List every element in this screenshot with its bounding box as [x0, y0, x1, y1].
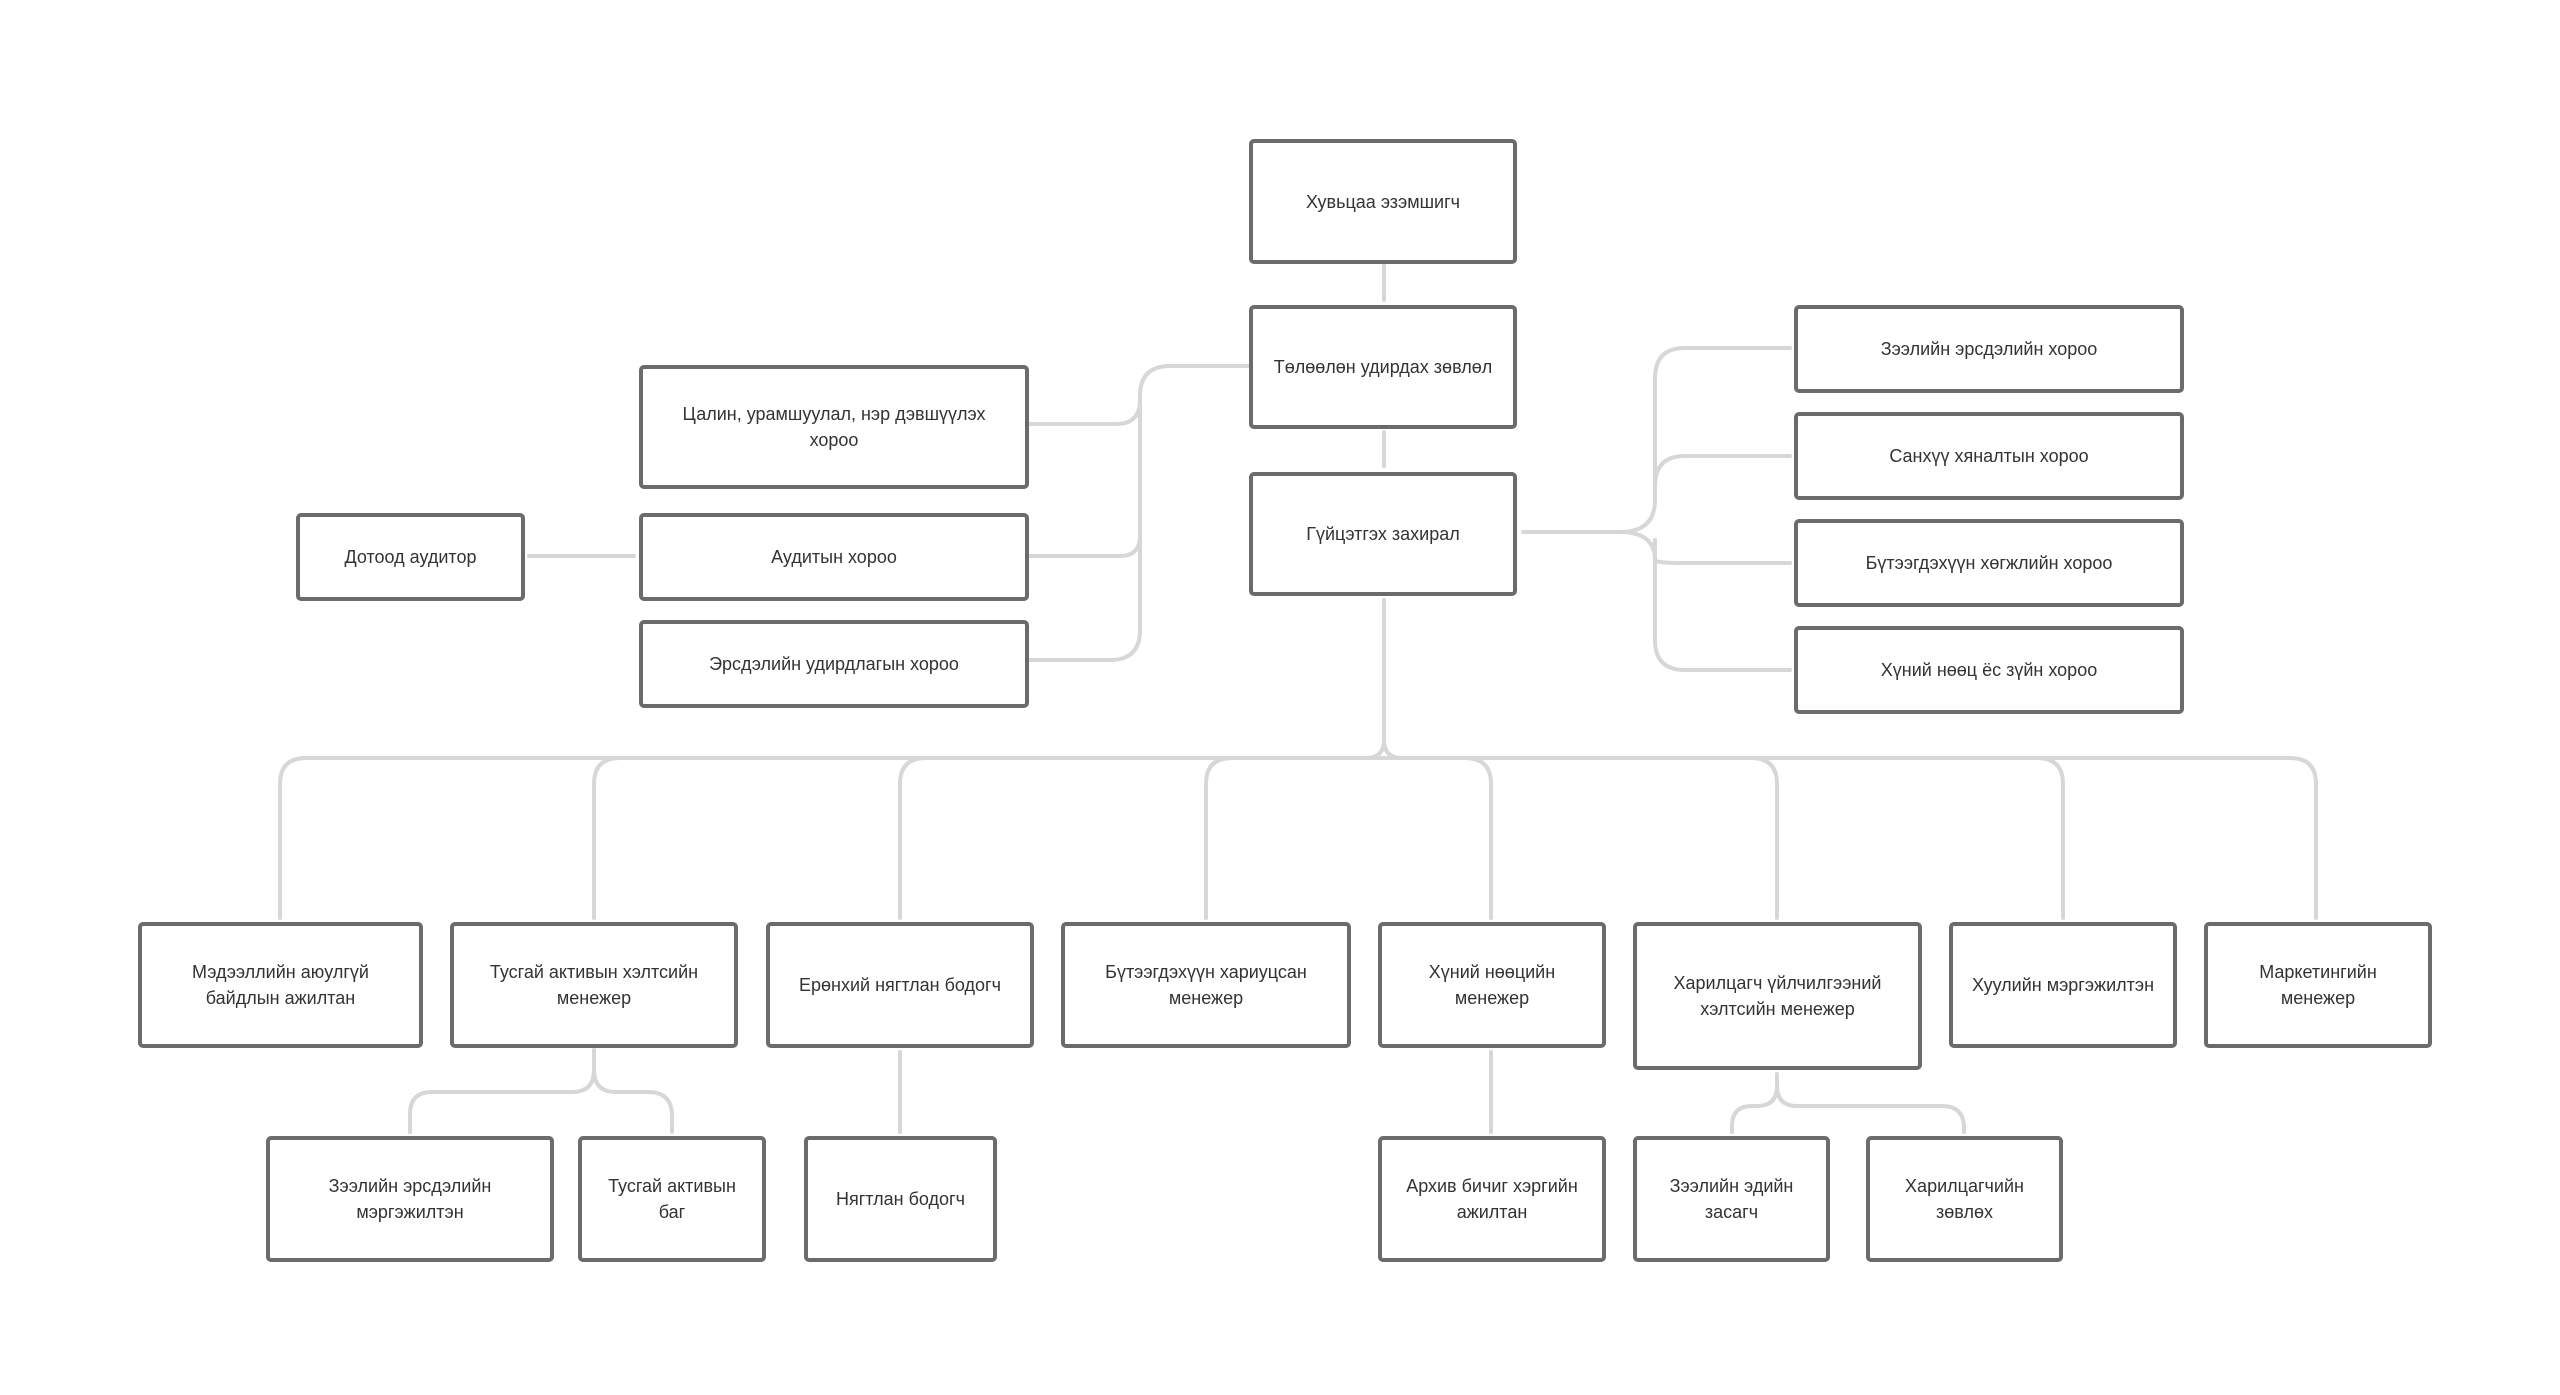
node-shareholder: Хувьцаа эзэмшигч — [1249, 139, 1517, 264]
node-archive-officer-label: Архив бичиг хэргийн ажилтан — [1406, 1176, 1578, 1222]
node-risk-management-committee: Эрсдэлийн удирдлагын хороо — [639, 620, 1029, 708]
node-info-security-officer-label: Мэдээллийн аюулгүй байдлын ажилтан — [192, 962, 369, 1008]
connector-ceo-product-committee — [1618, 530, 1792, 565]
node-credit-risk-specialist: Зээлийн эрсдэлийн мэргэжилтэн — [266, 1136, 554, 1262]
node-product-manager: Бүтээгдэхүүн хариуцсан менежер — [1061, 922, 1351, 1048]
node-ceo-label: Гүйцэтгэх захирал — [1306, 524, 1460, 544]
node-internal-auditor: Дотоод аудитор — [296, 513, 525, 601]
connector-special-assets-team — [592, 1068, 674, 1134]
node-customer-advisor-label: Харилцагчийн зөвлөх — [1905, 1176, 2024, 1222]
connector-board-audit — [1028, 528, 1142, 558]
node-legal-specialist: Хуулийн мэргэжилтэн — [1949, 922, 2177, 1048]
node-accountant: Нягтлан бодогч — [804, 1136, 997, 1262]
connector-ceo-right-trunk — [1521, 346, 1792, 534]
connector-board-remuneration — [1028, 394, 1142, 426]
node-hr-committee: Хүний нөөц ёс зүйн хороо — [1794, 626, 2184, 714]
connector-bus-product-manager — [1204, 756, 1234, 920]
node-finance-control-committee: Санхүү хяналтын хороо — [1794, 412, 2184, 500]
node-product-manager-label: Бүтээгдэхүүн хариуцсан менежер — [1105, 962, 1307, 1008]
node-credit-risk-committee-label: Зээлийн эрсдэлийн хороо — [1880, 339, 2098, 359]
node-remuneration-committee: Цалин, урамшуулал, нэр дэвшүүлэх хороо — [639, 365, 1029, 489]
node-special-assets-team-label: Тусгай активын баг — [608, 1176, 736, 1222]
connector-ceo-finance — [1653, 454, 1792, 502]
node-info-security-officer: Мэдээллийн аюулгүй байдлын ажилтан — [138, 922, 423, 1048]
node-credit-risk-committee: Зээлийн эрсдэлийн хороо — [1794, 305, 2184, 393]
connector-customer-service-down — [1730, 1072, 1779, 1134]
connector-bus-customer-service — [1749, 756, 1779, 920]
node-risk-management-committee-label: Эрсдэлийн удирдлагын хороо — [709, 654, 959, 674]
node-archive-officer: Архив бичиг хэргийн ажилтан — [1378, 1136, 1606, 1262]
node-internal-auditor-label: Дотоод аудитор — [344, 547, 477, 567]
node-ceo: Гүйцэтгэх захирал — [1249, 472, 1517, 596]
connector-bus-hr-manager — [1463, 756, 1493, 920]
node-audit-committee-label: Аудитын хороо — [771, 547, 897, 567]
connector-special-assets-down — [408, 1048, 596, 1134]
connector-ceo-hr-committee — [1653, 538, 1792, 672]
node-customer-advisor: Харилцагчийн зөвлөх — [1866, 1136, 2063, 1262]
node-product-development-committee-label: Бүтээгдэхүүн хөгжлийн хороо — [1865, 553, 2113, 573]
connector-ceo-down — [1364, 598, 1386, 760]
node-special-assets-manager-label: Тусгай активын хэлтсийн менежер — [489, 962, 699, 1008]
node-finance-control-committee-label: Санхүү хяналтын хороо — [1889, 446, 2089, 466]
connector-board-left-trunk — [1028, 364, 1251, 662]
node-customer-service-manager: Харилцагч үйлчилгээний хэлтсийн менежер — [1633, 922, 1922, 1070]
node-chief-accountant: Ерөнхий нягтлан бодогч — [766, 922, 1034, 1048]
connector-ceo-down-right — [1382, 738, 1404, 760]
node-hr-manager: Хүний нөөцийн менежер — [1378, 922, 1606, 1048]
node-marketing-manager: Маркетингийн менежер — [2204, 922, 2432, 1048]
node-board: Төлөөлөн удирдах зөвлөл — [1249, 305, 1517, 429]
node-special-assets-team: Тусгай активын баг — [578, 1136, 766, 1262]
connector-customer-service-advisor — [1775, 1084, 1966, 1134]
node-board-label: Төлөөлөн удирдах зөвлөл — [1273, 357, 1493, 377]
node-audit-committee: Аудитын хороо — [639, 513, 1029, 601]
node-remuneration-committee-label: Цалин, урамшуулал, нэр дэвшүүлэх хороо — [682, 404, 986, 450]
node-loan-officer-label: Зээлийн эдийн засагч — [1669, 1176, 1794, 1222]
connector-bus-legal — [2035, 756, 2065, 920]
node-hr-committee-label: Хүний нөөц ёс зүйн хороо — [1880, 660, 2098, 680]
connector-department-bus — [278, 756, 2318, 920]
node-customer-service-manager-label: Харилцагч үйлчилгээний хэлтсийн менежер — [1673, 973, 1882, 1019]
node-loan-officer: Зээлийн эдийн засагч — [1633, 1136, 1830, 1262]
node-special-assets-manager: Тусгай активын хэлтсийн менежер — [450, 922, 738, 1048]
node-credit-risk-specialist-label: Зээлийн эрсдэлийн мэргэжилтэн — [328, 1176, 492, 1222]
node-accountant-label: Нягтлан бодогч — [836, 1189, 965, 1209]
connector-bus-chief-accountant — [898, 756, 928, 920]
node-chief-accountant-label: Ерөнхий нягтлан бодогч — [798, 975, 1002, 995]
node-product-development-committee: Бүтээгдэхүүн хөгжлийн хороо — [1794, 519, 2184, 607]
connector-bus-special-assets — [592, 756, 622, 920]
node-hr-manager-label: Хүний нөөцийн менежер — [1428, 962, 1556, 1008]
node-marketing-manager-label: Маркетингийн менежер — [2259, 962, 2377, 1008]
node-legal-specialist-label: Хуулийн мэргэжилтэн — [1971, 975, 2155, 995]
node-shareholder-label: Хувьцаа эзэмшигч — [1305, 191, 1461, 212]
